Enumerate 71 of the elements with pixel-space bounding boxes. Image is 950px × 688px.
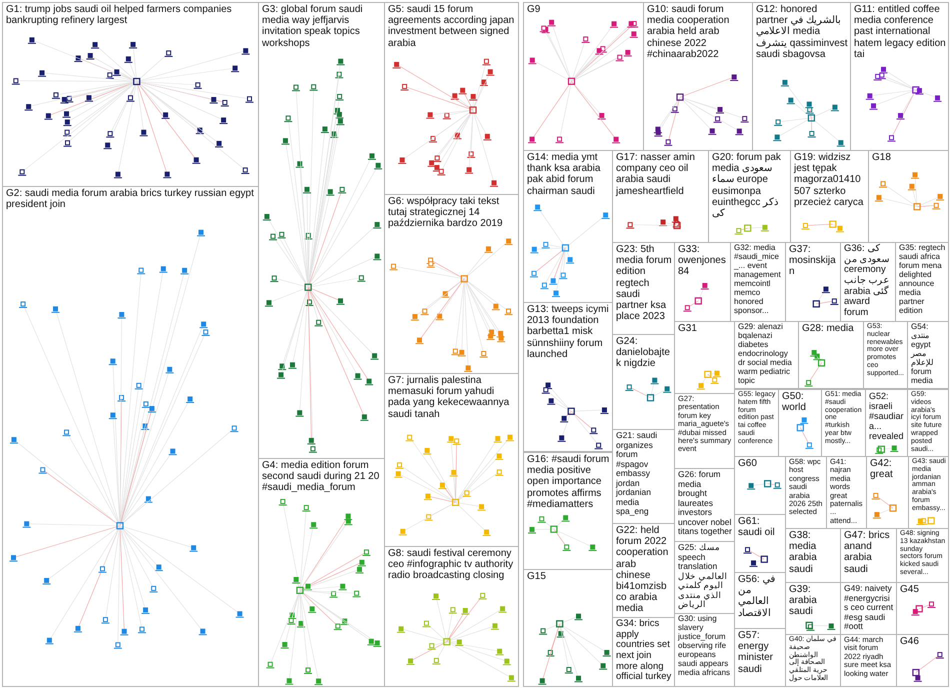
group-label: G19: widzisz jest tępak magorza01410507 szterko przecież caryca — [792, 151, 864, 208]
group-box — [523, 150, 613, 303]
group-label: G54: منتدى egypt مصر للإعلام forum media — [910, 322, 934, 386]
group-label: G13: tweeps icymi 2013 foundation barbetta1 misk sünnshiiny forum launched — [526, 303, 610, 360]
group-label: G7: jurnalis palestina memasuki forum yahudi pada yang kekecewaannya saudi tanah — [387, 374, 510, 420]
group-box — [907, 389, 949, 457]
group-box — [734, 321, 799, 389]
group-label: G46 — [899, 635, 920, 648]
group-label: G11: entitled coffee media conference past international hatem legacy edition tai — [853, 3, 947, 60]
group-label: G21: saudi organizes forum #spagov embassy jordan jordanian media spa_eng — [614, 430, 658, 517]
group-box — [907, 321, 949, 389]
group-label: G15 — [526, 570, 547, 582]
group-label: G57: energy minister saudi — [737, 629, 774, 675]
group-box — [2, 186, 259, 687]
group-label: G18 — [871, 151, 892, 164]
group-label: G61: saudi oil — [737, 515, 776, 538]
group-label: G38: media arabia saudi — [788, 529, 818, 575]
group-label: G32: media #saudi_mice_... event management memcointl memco honored sponsor... — [732, 243, 782, 316]
group-label: G10: saudi forum media cooperation arabia held arab chinese 2022 #chinaarab2022 — [646, 3, 730, 60]
group-label: G35: regtech saudi africa forum mena delighted announce media partner edition — [898, 243, 946, 316]
group-label: G49: naivety #energycrisis ceo current #esg saudi #oott — [843, 583, 894, 632]
group-label: G9 — [526, 3, 542, 16]
group-label: G36: کی سعودی من ceremony عرب جانب arabia گئی award forum — [843, 243, 891, 318]
group-box — [523, 452, 613, 570]
group-box — [798, 321, 864, 389]
group-label: G16: #saudi forum media positive open importance promotes affirms #mediamatters — [526, 453, 610, 510]
group-label: G25: مسك speech translation العالمي خلال اليوم كلمتي الذي منتدى الرياض — [677, 542, 728, 610]
group-label: G5: saudi 15 forum agreements according japan investment between signed arabia — [387, 3, 516, 49]
group-box — [523, 2, 644, 151]
group-label: G29: alenazi bqalenazi diabetes endocrinology dr social media warm pediatric topic — [737, 322, 793, 386]
group-box — [840, 634, 897, 687]
group-label: G4: media edition forum second saudi during 21 20 #saudi_media_forum — [261, 459, 380, 494]
group-box — [2, 2, 259, 187]
group-box — [384, 546, 519, 687]
group-label: G24: danielobajtek nigdzie — [615, 335, 671, 370]
group-label: G14: media ymt thank ksa arabia pak abid forum chairman saudi — [526, 151, 602, 197]
group-label: G12: honored partner بالشريك في الاعلامي media يتشرف qassiminvest saudi sbagovsa — [755, 3, 849, 60]
group-label: G60 — [737, 457, 758, 470]
group-label: G3: global forum saudi media way jeffjarvis invitation speak topics workshops — [261, 3, 364, 49]
group-label: G50: world — [781, 390, 807, 414]
group-label: G2: saudi media forum arabia brics turkey russian egypt president join — [5, 187, 255, 210]
group-label: G28: media — [801, 322, 855, 334]
group-label: G34: brics apply countries set next join more along official turkey — [615, 618, 672, 683]
group-label: G31 — [677, 322, 698, 334]
group-box — [384, 2, 519, 195]
group-label: G45 — [899, 583, 920, 596]
group-box — [674, 613, 735, 687]
group-label: G56: في من العالمي الاقتصاد — [737, 573, 776, 619]
group-box — [258, 458, 385, 687]
group-box — [850, 2, 949, 151]
group-box — [523, 569, 613, 687]
group-label: G8: saudi festival ceremony ceo #infographic tv authority radio broadcasting closing — [387, 547, 514, 582]
group-label: G30: using slavery justice_forum observing rife europeans saudi appears media africans — [676, 614, 732, 678]
group-label: G17: nasser amin company ceo oil arabia saudi jamesheartfield — [614, 151, 696, 197]
group-box — [523, 302, 613, 452]
group-box — [865, 389, 908, 457]
group-label: G22: held forum 2022 cooperation arab chinese bi41omzisb co arabia media — [615, 524, 670, 614]
group-label: G6: współpracy taki tekst tutaj strategicznej 14 października bardzo 2019 — [387, 195, 504, 230]
group-label: G33: owenjones84 — [677, 243, 727, 278]
group-label: G47: brics anand arabia saudi — [843, 529, 891, 575]
group-label: G52: israeli #saudiara... revealed — [868, 390, 905, 442]
group-label: G39: arabia saudi — [788, 583, 818, 618]
group-label: G20: forum pak media سعودی سماء europe eusimonpa euinthegcc ذکر کی — [711, 151, 782, 220]
group-box — [896, 634, 949, 687]
group-label: G26: forum media brought laureates investors uncover nobel titans together — [677, 469, 733, 537]
group-box — [734, 628, 786, 687]
group-label: G42: great — [869, 457, 894, 480]
group-box — [863, 321, 908, 389]
group-label: G23: 5th media forum edition regtech saudi partner ksa place 2023 — [615, 243, 673, 322]
group-label: G37: mosinskijan — [788, 243, 837, 278]
group-label: G1: trump jobs saudi oil helped farmers companies bankrupting refinery largest — [5, 3, 233, 26]
